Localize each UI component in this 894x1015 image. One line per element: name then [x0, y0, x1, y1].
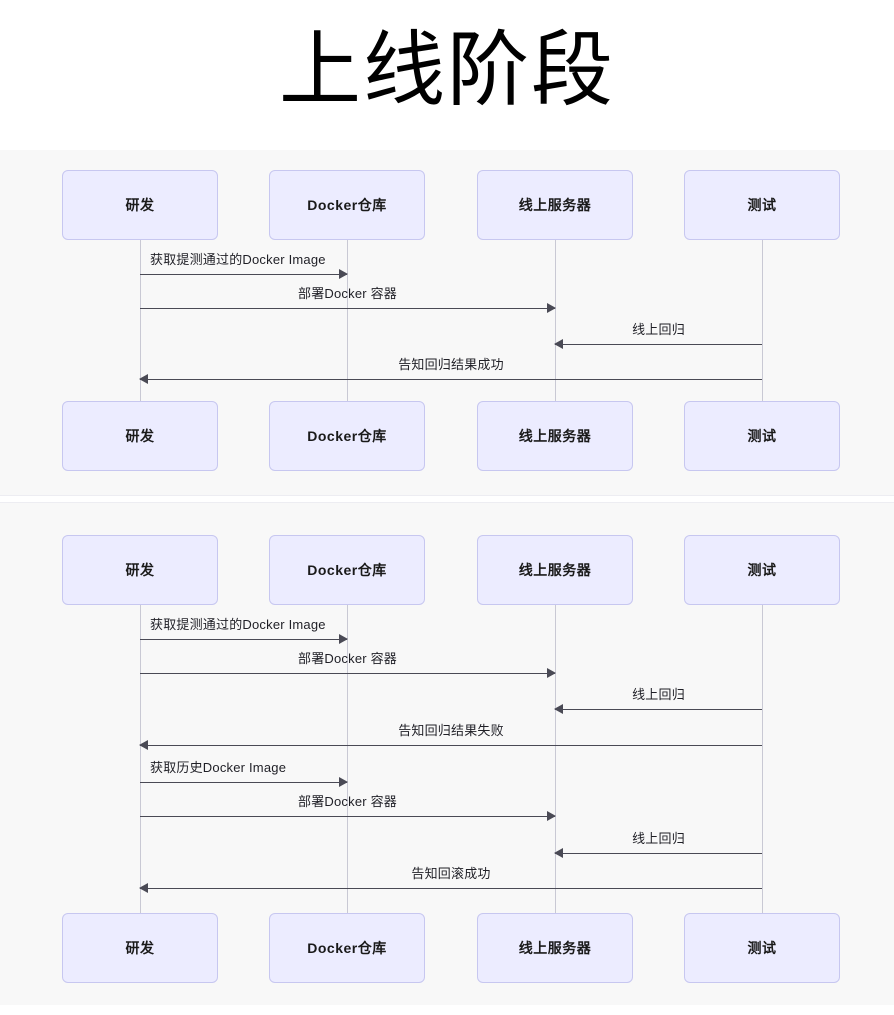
- lifeline-2: [347, 240, 348, 401]
- message-line: [140, 673, 555, 674]
- lifeline-1: [140, 240, 141, 401]
- lifeline-1: [140, 605, 141, 913]
- arrowhead-icon: [547, 811, 556, 821]
- message-line: [140, 274, 347, 275]
- participant-box-bottom-3[interactable]: 线上服务器: [477, 401, 633, 471]
- message-label: 部署Docker 容器: [298, 794, 397, 809]
- message-line: [555, 853, 762, 854]
- page-title: 上线阶段: [278, 25, 615, 116]
- participant-box-bottom-4[interactable]: 测试: [684, 401, 840, 471]
- message-line: [140, 745, 762, 746]
- arrowhead-icon: [554, 848, 563, 858]
- message-label: 获取提测通过的Docker Image: [150, 252, 326, 267]
- participant-box-bottom-3[interactable]: 线上服务器: [477, 913, 633, 983]
- participant-box-top-1[interactable]: 研发: [62, 535, 218, 605]
- message-label: 告知回滚成功: [411, 866, 491, 881]
- panel-divider: [0, 495, 894, 503]
- arrowhead-icon: [554, 704, 563, 714]
- participant-box-top-3[interactable]: 线上服务器: [477, 170, 633, 240]
- message-line: [555, 344, 762, 345]
- arrowhead-icon: [339, 777, 348, 787]
- lifeline-3: [555, 605, 556, 913]
- participant-box-bottom-2[interactable]: Docker仓库: [269, 401, 425, 471]
- arrowhead-icon: [554, 339, 563, 349]
- participant-box-top-3[interactable]: 线上服务器: [477, 535, 633, 605]
- lifeline-4: [762, 240, 763, 401]
- message-line: [555, 709, 762, 710]
- participant-box-bottom-2[interactable]: Docker仓库: [269, 913, 425, 983]
- participant-box-top-4[interactable]: 测试: [684, 535, 840, 605]
- lifeline-3: [555, 240, 556, 401]
- participant-box-top-2[interactable]: Docker仓库: [269, 535, 425, 605]
- participant-box-bottom-1[interactable]: 研发: [62, 913, 218, 983]
- lifeline-2: [347, 605, 348, 913]
- title-bar: 上线阶段: [0, 0, 894, 150]
- message-line: [140, 782, 347, 783]
- lifeline-4: [762, 605, 763, 913]
- participant-box-top-4[interactable]: 测试: [684, 170, 840, 240]
- message-label: 部署Docker 容器: [298, 651, 397, 666]
- message-line: [140, 816, 555, 817]
- arrowhead-icon: [139, 883, 148, 893]
- arrowhead-icon: [139, 374, 148, 384]
- participant-box-bottom-4[interactable]: 测试: [684, 913, 840, 983]
- message-line: [140, 888, 762, 889]
- message-label: 获取提测通过的Docker Image: [150, 617, 326, 632]
- arrowhead-icon: [547, 303, 556, 313]
- participant-box-top-2[interactable]: Docker仓库: [269, 170, 425, 240]
- arrowhead-icon: [139, 740, 148, 750]
- message-label: 告知回归结果成功: [398, 357, 504, 372]
- participant-box-top-1[interactable]: 研发: [62, 170, 218, 240]
- message-label: 获取历史Docker Image: [150, 760, 287, 775]
- message-line: [140, 379, 762, 380]
- participant-box-bottom-1[interactable]: 研发: [62, 401, 218, 471]
- message-label: 线上回归: [632, 322, 685, 337]
- message-label: 线上回归: [632, 831, 685, 846]
- arrowhead-icon: [339, 269, 348, 279]
- message-label: 线上回归: [632, 687, 685, 702]
- message-label: 告知回归结果失败: [398, 723, 504, 738]
- message-line: [140, 308, 555, 309]
- arrowhead-icon: [547, 668, 556, 678]
- arrowhead-icon: [339, 634, 348, 644]
- message-line: [140, 639, 347, 640]
- message-label: 部署Docker 容器: [298, 286, 397, 301]
